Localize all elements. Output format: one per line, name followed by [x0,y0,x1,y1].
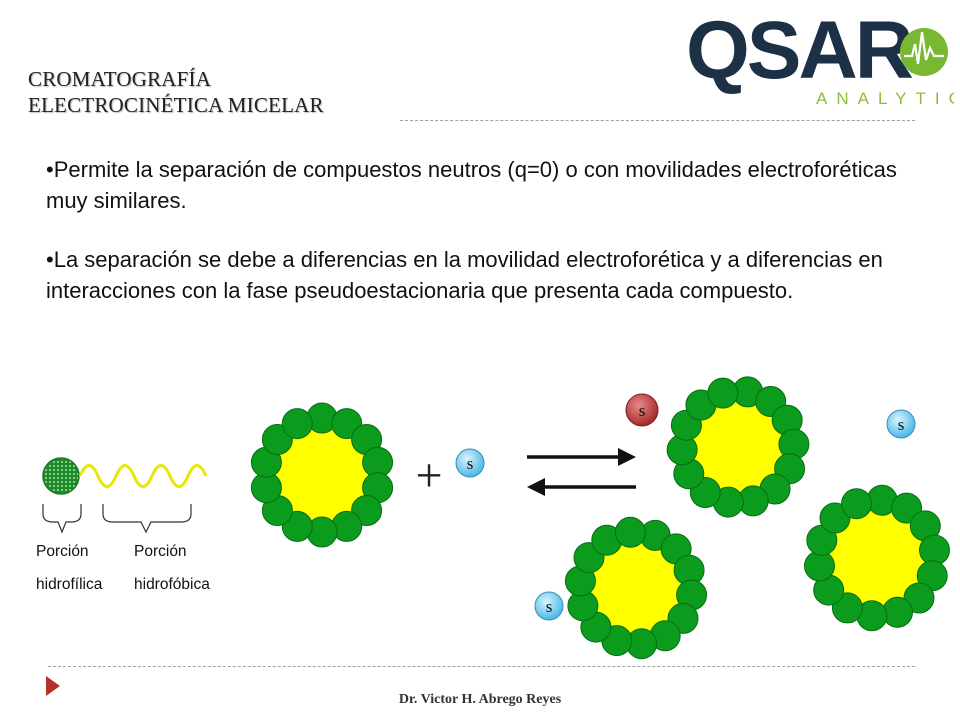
hydrophobic-label-1: Porción [134,543,187,560]
footer-author: Dr. Victor H. Abrego Reyes [398,692,562,707]
svg-text:s: s [467,454,474,473]
bottom-divider [48,666,915,667]
micelle-bottom [564,516,708,660]
logo-wordmark: QSAR [686,5,913,96]
title-line-1: CROMATOGRAFÍA [28,67,212,91]
solute-bound: s [625,393,659,427]
micelle-head [882,596,913,628]
hydrophobic-label-2: hidrofóbica [134,576,210,593]
equilibrium-arrows-icon [527,448,636,496]
top-divider [400,120,915,121]
surfactant-head-icon [42,457,80,495]
solute-free-bottom: s [534,591,564,621]
title-line-2: ELECTROCINÉTICA MICELAR [28,93,324,117]
solute-free-right: s [886,409,916,439]
micelle-head [841,488,872,520]
logo-tagline: ANALYTICS [816,89,954,108]
micelle-left [250,402,394,548]
bullet-list: •Permite la separación de compuestos neu… [46,154,916,334]
micelle-core [265,418,379,532]
micelle-core [682,391,794,503]
svg-text:s: s [639,401,646,420]
play-arrow-icon[interactable] [46,676,60,696]
svg-text:s: s [898,415,905,434]
micelle-head [614,516,646,548]
slide-title: CROMATOGRAFÍA ELECTROCINÉTICA MICELAR [28,66,324,118]
micelle-diagram: + s s s s [42,376,950,660]
bullet-1: •Permite la separación de compuestos neu… [46,157,897,213]
micelle-head [903,582,935,614]
bullet-2: •La separación se debe a diferencias en … [46,247,883,303]
micelle-head [819,502,851,534]
hydrophobic-brace [102,504,192,534]
micelle-core [819,500,935,616]
hydrophilic-brace [42,504,82,534]
surfactant-tail-icon [78,464,208,488]
hydrophilic-label-1: Porción [36,543,89,560]
micelle-head [707,377,739,409]
solute-free: s [455,448,485,478]
micelle-top-right [666,376,810,518]
micelle-bottom-right [804,484,950,632]
svg-text:s: s [546,597,553,616]
micelle-core [580,532,692,644]
qsar-logo: QSAR ANALYTICS [686,5,954,108]
hydrophilic-label-2: hidrofílica [36,576,103,593]
logo-signal-icon [904,31,944,65]
plus-sign: + [415,449,442,502]
micelle-head [281,408,313,440]
